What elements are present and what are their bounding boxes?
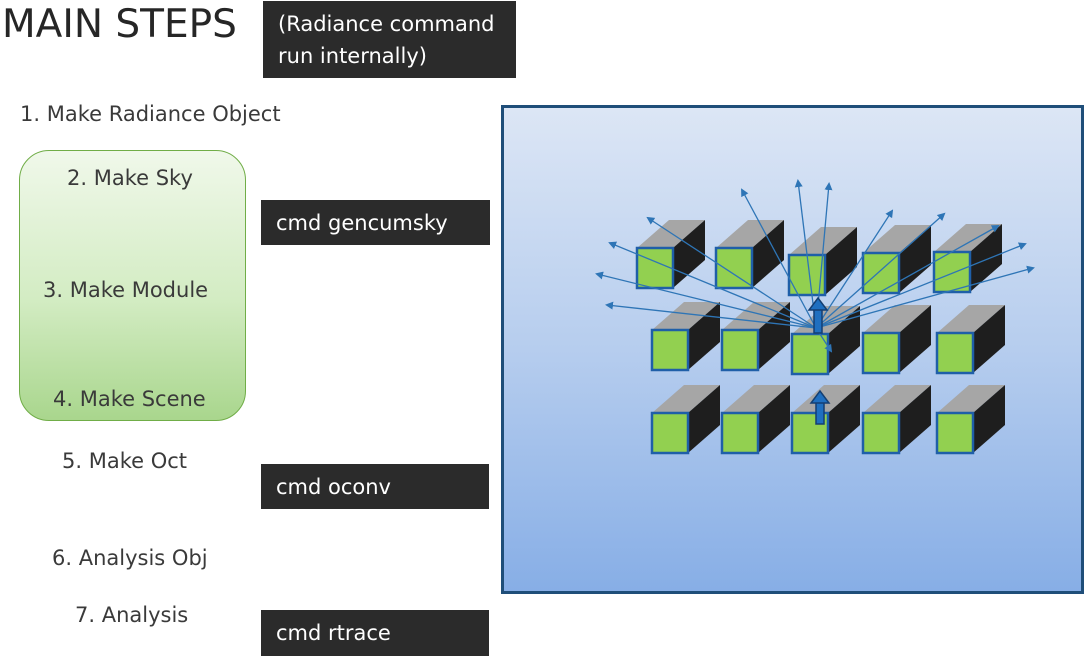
sky-ray xyxy=(815,209,894,329)
cube-side-face xyxy=(899,305,931,373)
cmd-gencumsky-box: cmd gencumsky xyxy=(261,200,490,245)
sky-ray xyxy=(595,271,817,329)
cube-top-face xyxy=(934,224,1002,252)
step-make-scene: 4. Make Scene xyxy=(53,387,206,411)
cube-front-face xyxy=(720,411,760,455)
cube-top-face xyxy=(863,305,931,333)
vector-shaft xyxy=(815,400,825,425)
cube-front-face xyxy=(714,246,754,290)
module-cube xyxy=(861,225,931,295)
radiance-note-box: (Radiance command run internally) xyxy=(263,1,516,78)
module-cube xyxy=(935,305,1005,375)
cube-side-face xyxy=(673,220,705,288)
sky-ray xyxy=(815,265,1035,329)
module-cube xyxy=(935,385,1005,455)
cube-top-face xyxy=(937,385,1005,413)
step-make-module: 3. Make Module xyxy=(43,278,209,302)
cube-front-face xyxy=(790,332,830,376)
sky-module-scene-group xyxy=(19,150,246,421)
cube-side-face xyxy=(825,227,857,295)
cube-top-face xyxy=(722,385,790,413)
cube-top-face xyxy=(652,385,720,413)
cmd-oconv-box: cmd oconv xyxy=(261,464,489,509)
vector-head xyxy=(807,296,829,311)
module-normal-vector xyxy=(807,296,829,334)
cube-front-face xyxy=(720,328,760,372)
cube-top-face xyxy=(863,225,931,253)
module-cube xyxy=(714,220,784,290)
cube-front-face xyxy=(861,411,901,455)
module-cube xyxy=(861,305,931,375)
cube-front-face xyxy=(935,331,975,375)
module-cube xyxy=(861,385,931,455)
cube-side-face xyxy=(970,224,1002,292)
module-cube xyxy=(932,224,1002,294)
cube-side-face xyxy=(899,225,931,293)
cube-front-face xyxy=(932,250,972,294)
cube-top-face xyxy=(722,302,790,330)
sky-ray xyxy=(815,225,1000,329)
module-cube xyxy=(650,302,720,372)
module-cube xyxy=(635,220,705,290)
cube-front-face xyxy=(650,328,690,372)
module-cube xyxy=(720,302,790,372)
cube-front-face xyxy=(861,331,901,375)
sky-ray xyxy=(605,301,817,329)
cube-side-face xyxy=(828,306,860,374)
module-cube xyxy=(720,385,790,455)
step-make-oct: 5. Make Oct xyxy=(62,449,188,473)
cube-side-face xyxy=(688,385,720,453)
ground-normal-vector xyxy=(809,389,831,425)
sky-ray xyxy=(608,241,817,329)
step-analysis-obj: 6. Analysis Obj xyxy=(52,546,208,570)
cube-top-face xyxy=(716,220,784,248)
cube-side-face xyxy=(899,385,931,453)
cube-top-face xyxy=(937,305,1005,333)
sky-ray xyxy=(815,212,946,329)
cube-top-face xyxy=(652,302,720,330)
normal-vectors xyxy=(807,296,831,425)
cube-side-face xyxy=(752,220,784,288)
cube-front-face xyxy=(635,246,675,290)
module-cube xyxy=(650,385,720,455)
cube-top-face xyxy=(863,385,931,413)
sky-ray xyxy=(741,188,817,329)
sky-ray xyxy=(646,216,817,329)
sky-ray xyxy=(815,242,1027,329)
step-make-sky: 2. Make Sky xyxy=(67,166,193,190)
module-cube xyxy=(787,227,857,297)
cube-side-face xyxy=(688,302,720,370)
cube-side-face xyxy=(973,385,1005,453)
module-cube xyxy=(790,306,860,376)
cube-side-face xyxy=(758,385,790,453)
module-cube xyxy=(790,385,860,455)
cube-front-face xyxy=(650,411,690,455)
vector-head xyxy=(809,389,831,404)
cube-side-face xyxy=(973,305,1005,373)
module-array-illustration xyxy=(595,179,1035,455)
cmd-rtrace-box: cmd rtrace xyxy=(261,610,489,656)
cube-front-face xyxy=(935,411,975,455)
page-title: MAIN STEPS xyxy=(2,2,237,47)
scene-illustration-panel xyxy=(501,105,1084,594)
step-make-radiance-object: 1. Make Radiance Object xyxy=(20,102,281,126)
step-analysis: 7. Analysis xyxy=(75,603,189,627)
cube-top-face xyxy=(637,220,705,248)
vector-shaft xyxy=(813,307,823,334)
cube-side-face xyxy=(828,385,860,453)
